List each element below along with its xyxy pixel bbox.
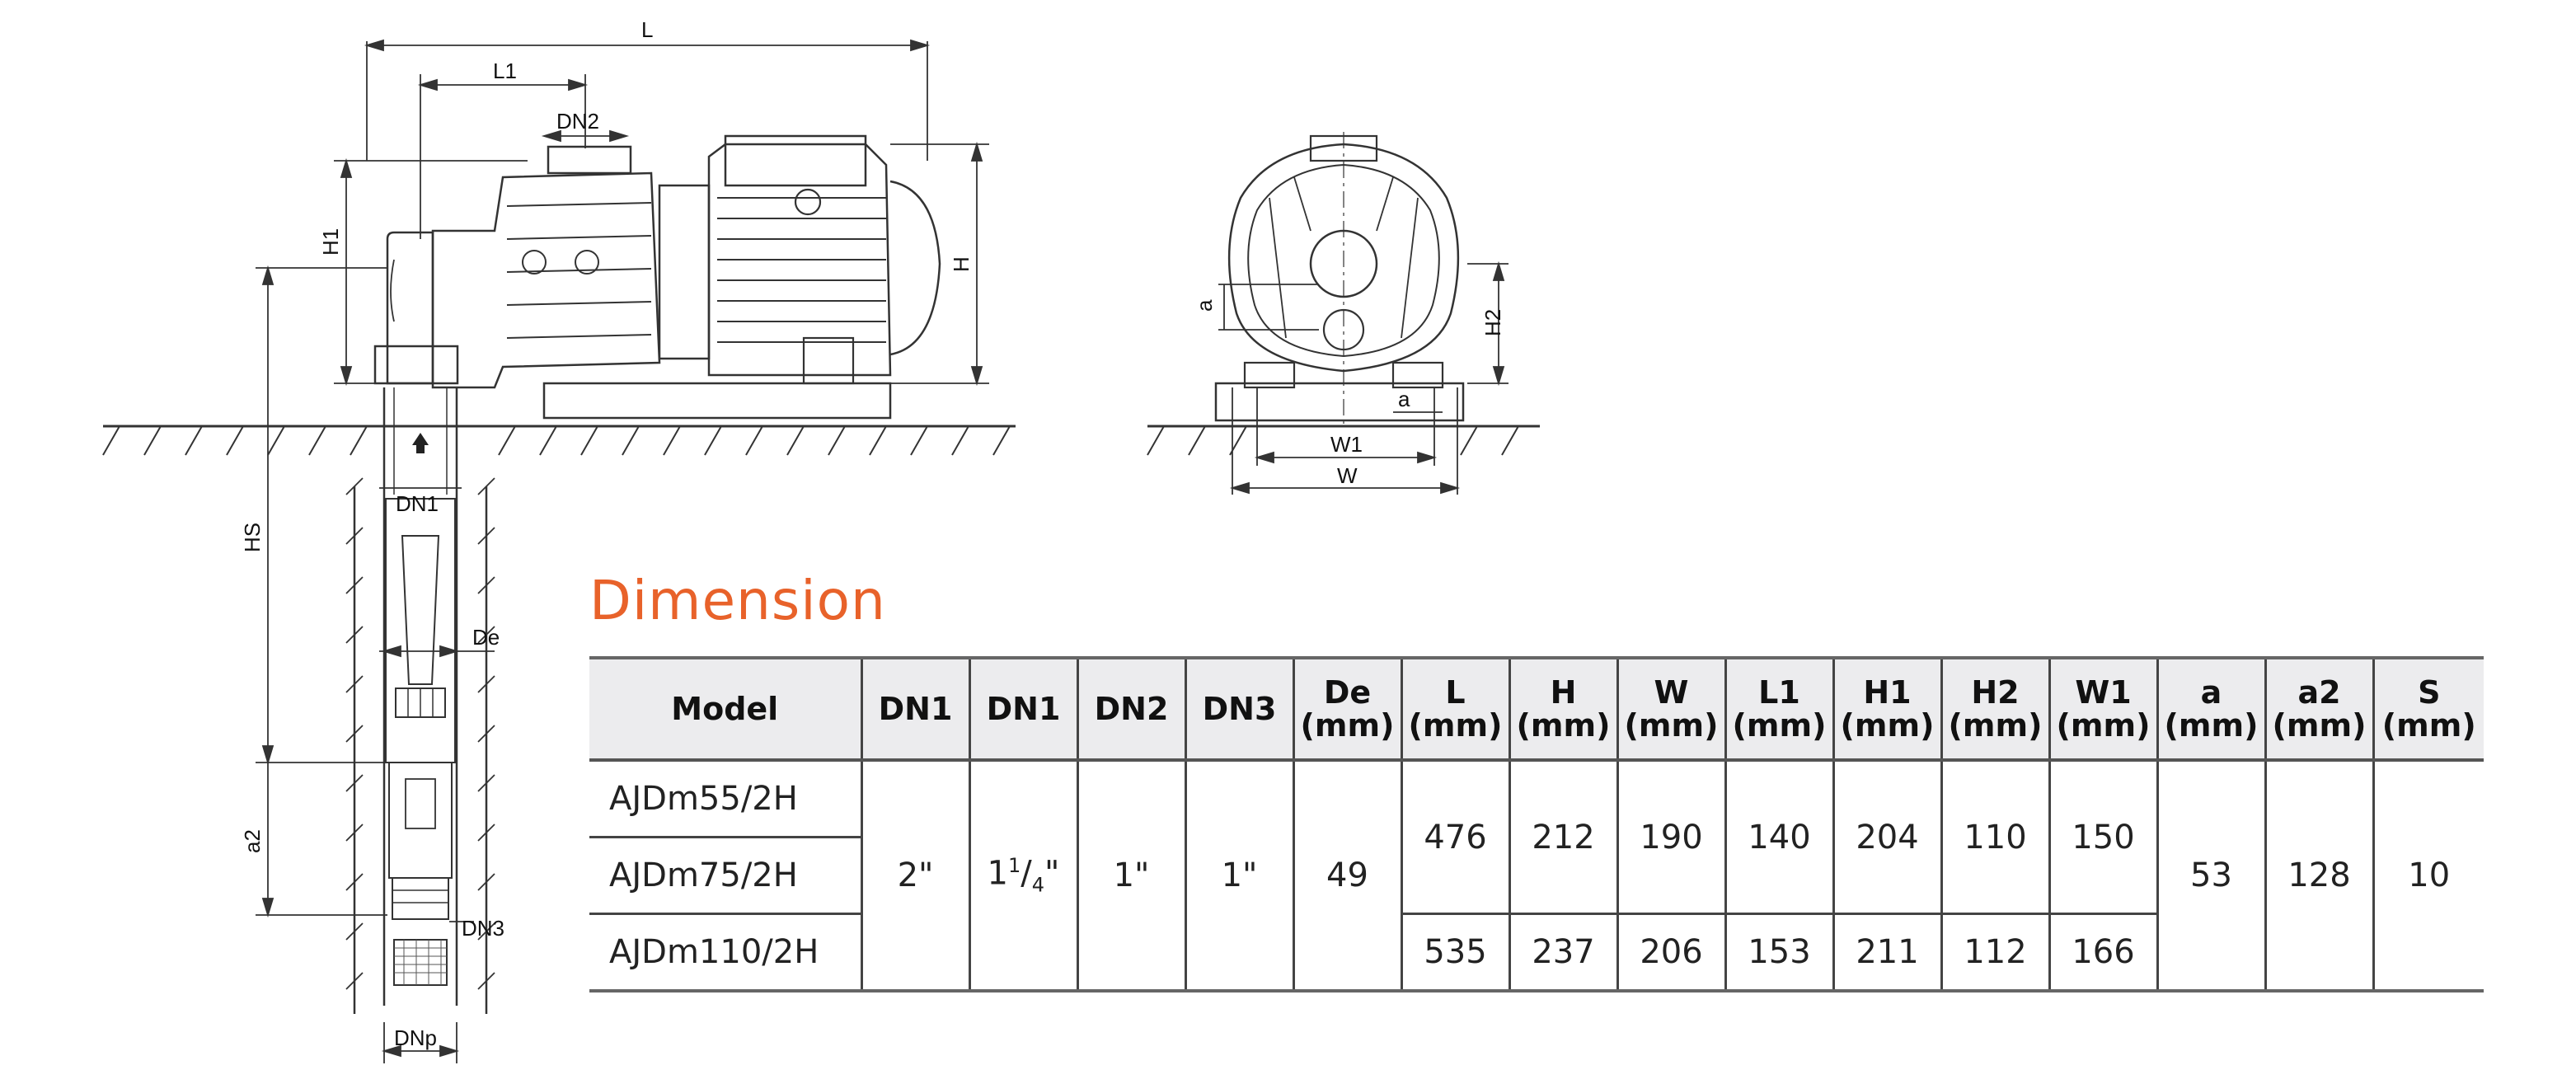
label-a-side: a (1192, 299, 1217, 312)
label-DN1: DN1 (396, 491, 439, 516)
header-h1: H1(mm) (1832, 658, 1941, 760)
label-DN2: DN2 (556, 109, 599, 134)
cell-l1: 140 (1724, 760, 1833, 914)
dimension-lines-side (256, 39, 989, 1063)
suction-pipe (382, 387, 458, 1006)
cell-l1: 153 (1724, 913, 1833, 991)
dimension-labels: L L1 DN2 H1 H HS DN1 De a2 DN3 DNp a H2 … (240, 17, 1505, 1050)
cell-dn1-second: 11/4" (968, 760, 1077, 991)
label-DN3: DN3 (462, 916, 504, 941)
table-row: AJDm75/2H (589, 836, 2484, 914)
cell-s: 10 (2372, 760, 2484, 991)
cell-h2: 112 (1940, 913, 2049, 991)
cell-a: 53 (2156, 760, 2265, 991)
table-row: AJDm55/2H 2" 11/4" 1" 1" 49 476 212 190 … (589, 760, 2484, 991)
label-H1: H1 (318, 228, 343, 256)
header-h2: H2(mm) (1940, 658, 2049, 760)
cell-w: 190 (1616, 760, 1725, 914)
header-de: De(mm) (1292, 658, 1401, 760)
header-a2: a2(mm) (2264, 658, 2373, 760)
pump-side-view (373, 134, 941, 420)
header-dn1: DN1 (860, 658, 969, 760)
header-a: a(mm) (2156, 658, 2265, 760)
header-l1: L1(mm) (1724, 658, 1833, 760)
dimension-table: Model DN1 DN1 DN2 DN3 De(mm) L(mm) H(mm)… (589, 656, 2484, 992)
model-name: AJDm110/2H (589, 913, 861, 991)
cell-a2: 128 (2264, 760, 2373, 991)
cell-l: 476 (1400, 760, 1509, 914)
cell-w1: 150 (2048, 760, 2157, 914)
cell-dn1: 2" (860, 760, 969, 991)
cell-h: 212 (1508, 760, 1617, 914)
label-HS: HS (240, 523, 265, 552)
label-H2: H2 (1480, 309, 1505, 336)
label-L: L (641, 17, 653, 42)
cell-w: 206 (1616, 913, 1725, 991)
ground-line-left (102, 425, 1016, 456)
table-header-row: Model DN1 DN1 DN2 DN3 De(mm) L(mm) H(mm)… (589, 658, 2484, 760)
table-row: AJDm110/2H 535 237 206 153 211 112 166 (589, 913, 2484, 991)
label-W1: W1 (1330, 432, 1363, 457)
header-w: W(mm) (1616, 658, 1725, 760)
header-dn1-second: DN1 (968, 658, 1077, 760)
cell-h1: 204 (1832, 760, 1941, 914)
cell-h1: 211 (1832, 913, 1941, 991)
pump-front-view (1214, 132, 1465, 429)
ejector-assembly (385, 498, 456, 986)
label-a-base: a (1398, 387, 1410, 411)
model-name: AJDm55/2H (609, 780, 798, 818)
cell-h: 237 (1508, 913, 1617, 991)
dimension-lines-front (1218, 260, 1509, 495)
label-L1: L1 (493, 59, 517, 83)
header-w1: W1(mm) (2048, 658, 2157, 760)
borehole (345, 477, 495, 1014)
label-DNp: DNp (394, 1025, 437, 1050)
cell-de: 49 (1292, 760, 1401, 991)
label-De: De (472, 625, 500, 650)
label-a2: a2 (240, 829, 265, 853)
label-W: W (1337, 463, 1358, 488)
header-s: S(mm) (2372, 658, 2484, 760)
cell-dn2: 1" (1076, 760, 1185, 991)
header-model: Model (589, 658, 861, 760)
cell-dn3: 1" (1184, 760, 1293, 991)
cell-w1: 166 (2048, 913, 2157, 991)
header-dn2: DN2 (1076, 658, 1185, 760)
header-dn3: DN3 (1184, 658, 1293, 760)
section-title: Dimension (589, 569, 886, 632)
header-h: H(mm) (1508, 658, 1617, 760)
cell-l: 535 (1400, 913, 1509, 991)
label-H: H (949, 256, 974, 272)
cell-h2: 110 (1940, 760, 2049, 914)
model-name: AJDm75/2H (589, 836, 861, 914)
header-l: L(mm) (1400, 658, 1509, 760)
